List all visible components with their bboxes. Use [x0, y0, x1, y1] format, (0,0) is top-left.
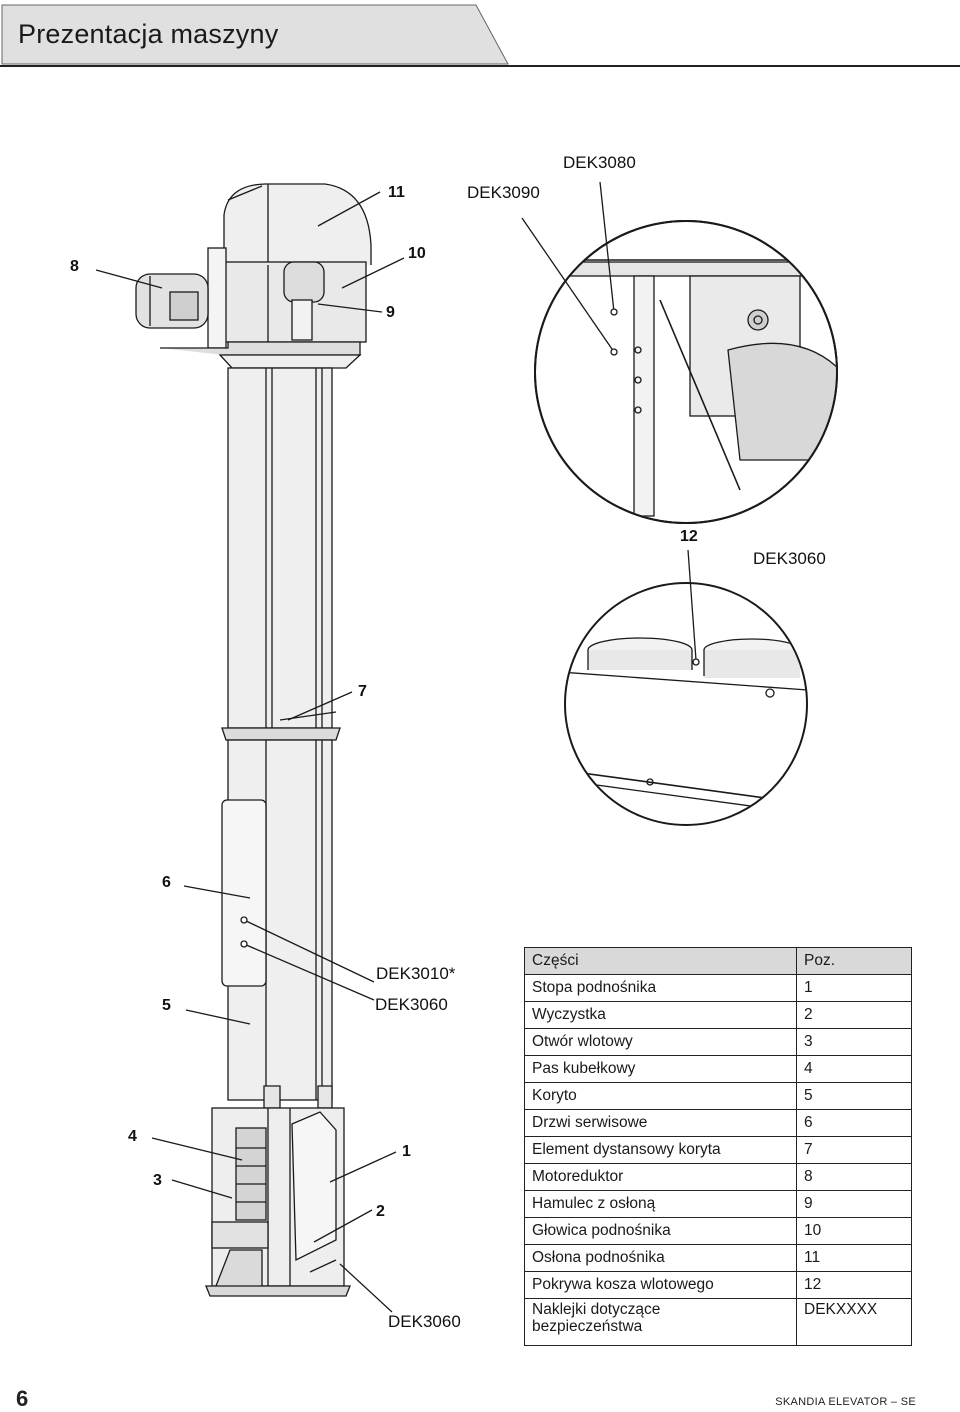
part-pos: 8	[796, 1163, 912, 1191]
header-band	[0, 3, 960, 70]
part-name: Głowica podnośnika	[524, 1217, 797, 1245]
callout-5: 5	[162, 997, 171, 1014]
part-pos: 10	[796, 1217, 912, 1245]
part-name: Pokrywa kosza wlotowego	[524, 1271, 797, 1299]
callout-8: 8	[70, 258, 79, 275]
footer-brand: SKANDIA ELEVATOR – SE	[775, 1396, 916, 1408]
callout-10: 10	[408, 245, 426, 262]
part-pos: 11	[796, 1244, 912, 1272]
callout-2: 2	[376, 1203, 385, 1220]
code-dek3090: DEK3090	[467, 183, 540, 202]
part-name: Hamulec z osłoną	[524, 1190, 797, 1218]
table-header-pos: Poz.	[796, 947, 912, 975]
part-name-line1: Naklejki dotyczące	[532, 1301, 661, 1318]
part-name: Pas kubełkowy	[524, 1055, 797, 1083]
code-dek3060-top: DEK3060	[753, 549, 826, 568]
table-header-name: Części	[524, 947, 797, 975]
callout-12: 12	[680, 528, 698, 545]
part-pos: 6	[796, 1109, 912, 1137]
part-pos: DEKXXXX	[796, 1298, 912, 1346]
callout-6: 6	[162, 874, 171, 891]
part-name: Stopa podnośnika	[524, 974, 797, 1002]
callout-11: 11	[388, 184, 405, 201]
part-pos: 1	[796, 974, 912, 1002]
page-title: Prezentacja maszyny	[18, 19, 279, 49]
part-name: Koryto	[524, 1082, 797, 1110]
code-dek3080: DEK3080	[563, 153, 636, 172]
part-name: Wyczystka	[524, 1001, 797, 1029]
code-dek3060-bottom: DEK3060	[388, 1312, 461, 1331]
page-number: 6	[16, 1386, 29, 1411]
table-header-row: Części Poz.	[524, 947, 912, 975]
part-name: Osłona podnośnika	[524, 1244, 797, 1272]
part-pos: 4	[796, 1055, 912, 1083]
callout-9: 9	[386, 304, 395, 321]
part-pos: 3	[796, 1028, 912, 1056]
callout-7: 7	[358, 683, 367, 700]
part-pos: 9	[796, 1190, 912, 1218]
part-name: Drzwi serwisowe	[524, 1109, 797, 1137]
part-name: Otwór wlotowy	[524, 1028, 797, 1056]
part-pos: 12	[796, 1271, 912, 1299]
code-dek3060-mid: DEK3060	[375, 995, 448, 1014]
part-name-line2: bezpieczeństwa	[532, 1318, 643, 1336]
part-pos: 7	[796, 1136, 912, 1164]
callout-4: 4	[128, 1128, 137, 1145]
part-pos: 2	[796, 1001, 912, 1029]
callout-1: 1	[402, 1143, 411, 1160]
part-pos: 5	[796, 1082, 912, 1110]
part-name: Motoreduktor	[524, 1163, 797, 1191]
code-dek3010: DEK3010*	[376, 964, 456, 983]
callout-3: 3	[153, 1172, 162, 1189]
part-name: Element dystansowy koryta	[524, 1136, 797, 1164]
